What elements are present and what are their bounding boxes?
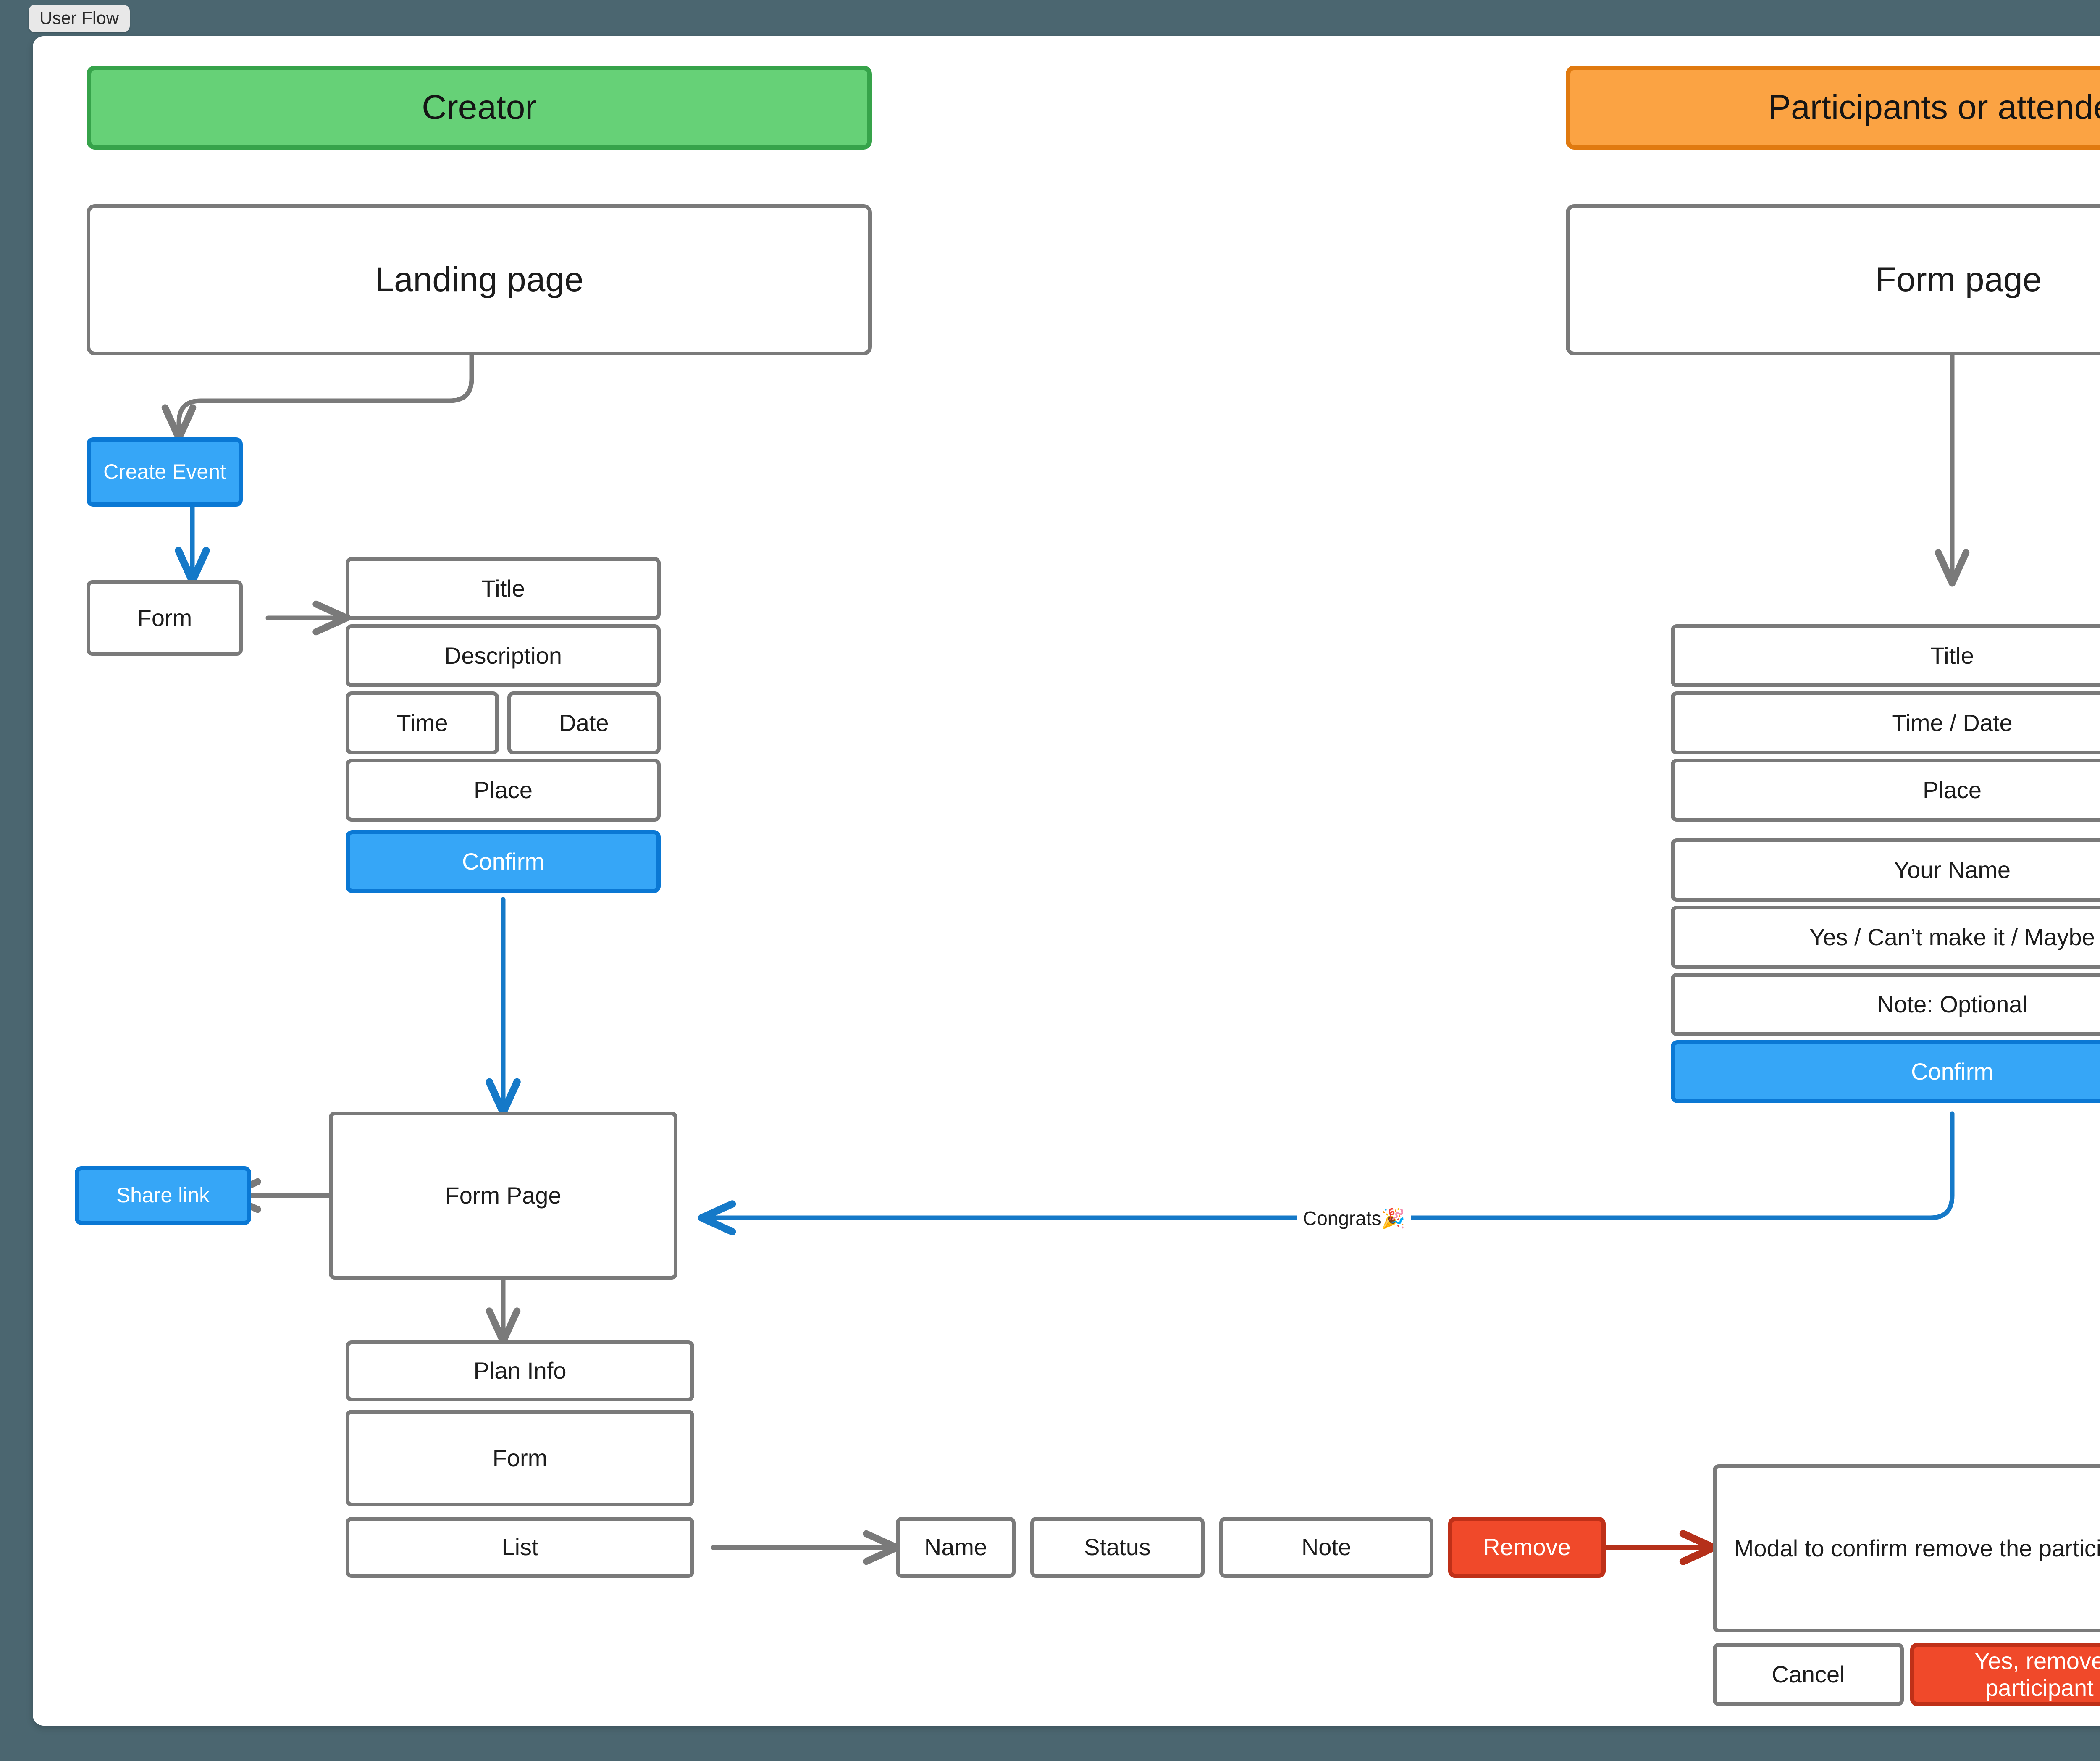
column-status: Status xyxy=(1030,1517,1205,1578)
column-note: Note xyxy=(1219,1517,1433,1578)
button-modal-confirm-remove: Yes, remove participant xyxy=(1910,1643,2100,1706)
button-create-event-label: Create Event xyxy=(103,460,226,484)
participant-field-time-date-label: Time / Date xyxy=(1892,709,2013,736)
participant-field-your-name-label: Your Name xyxy=(1893,856,2011,883)
node-plan-info: Plan Info xyxy=(346,1340,694,1401)
participant-field-rsvp: Yes / Can’t make it / Maybe xyxy=(1671,906,2100,969)
button-modal-confirm-remove-label: Yes, remove participant xyxy=(1974,1647,2100,1701)
field-title: Title xyxy=(346,557,661,620)
column-name-label: Name xyxy=(924,1534,987,1561)
participant-field-place-label: Place xyxy=(1922,776,1982,803)
lane-header-participants: Participants or attendees xyxy=(1566,66,2100,150)
field-date: Date xyxy=(507,691,661,754)
participant-field-note: Note: Optional xyxy=(1671,973,2100,1036)
node-landing-page: Landing page xyxy=(87,204,872,355)
node-creator-form-label: Form xyxy=(137,604,192,631)
button-share-link-label: Share link xyxy=(116,1183,210,1207)
node-plan-info-label: Plan Info xyxy=(473,1357,567,1384)
participant-field-rsvp-label: Yes / Can’t make it / Maybe xyxy=(1809,923,2095,950)
node-detail-form: Form xyxy=(346,1410,694,1506)
button-creator-confirm: Confirm xyxy=(346,830,661,893)
modal-confirm-remove-body: Modal to confirm remove the participant xyxy=(1734,1535,2100,1561)
field-time-label: Time xyxy=(396,709,448,736)
field-description-label: Description xyxy=(444,642,562,669)
node-creator-form: Form xyxy=(87,580,243,656)
node-creator-form-page: Form Page xyxy=(329,1112,677,1280)
wire-participant-confirm-to-form-page xyxy=(698,1111,1955,1235)
edge-label-congrats: Congrats🎉 xyxy=(1297,1206,1411,1230)
button-create-event: Create Event xyxy=(87,437,243,507)
node-creator-form-page-label: Form Page xyxy=(445,1182,562,1209)
column-note-label: Note xyxy=(1301,1534,1352,1561)
field-title-label: Title xyxy=(481,575,525,602)
participant-field-title-label: Title xyxy=(1930,642,1974,669)
node-detail-form-label: Form xyxy=(492,1444,548,1471)
button-participant-confirm-label: Confirm xyxy=(1911,1058,1994,1085)
connector-layer xyxy=(161,351,1970,1565)
participant-field-place: Place xyxy=(1671,759,2100,822)
lane-header-participants-label: Participants or attendees xyxy=(1768,88,2100,126)
wire-landing-to-create-event xyxy=(161,353,474,442)
participant-field-note-label: Note: Optional xyxy=(1877,991,2027,1017)
field-date-label: Date xyxy=(559,709,609,736)
button-share-link: Share link xyxy=(75,1166,251,1225)
participant-field-time-date: Time / Date xyxy=(1671,691,2100,754)
button-modal-cancel: Cancel xyxy=(1713,1643,1904,1706)
modal-confirm-remove: Modal to confirm remove the participant xyxy=(1713,1464,2100,1632)
button-modal-cancel-label: Cancel xyxy=(1772,1661,1845,1687)
lane-header-creator: Creator xyxy=(87,66,872,150)
field-description: Description xyxy=(346,624,661,687)
button-remove-label: Remove xyxy=(1483,1534,1571,1561)
node-participant-form-page-label: Form page xyxy=(1875,260,2042,299)
button-participant-confirm: Confirm xyxy=(1671,1040,2100,1103)
node-list: List xyxy=(346,1517,694,1578)
node-landing-page-label: Landing page xyxy=(375,260,584,299)
lane-header-creator-label: Creator xyxy=(422,88,537,126)
column-status-label: Status xyxy=(1084,1534,1151,1561)
participant-field-title: Title xyxy=(1671,624,2100,687)
column-name: Name xyxy=(896,1517,1016,1578)
participant-field-your-name: Your Name xyxy=(1671,838,2100,902)
node-list-label: List xyxy=(501,1534,538,1561)
tab-user-flow[interactable]: User Flow xyxy=(29,5,130,32)
field-place: Place xyxy=(346,759,661,822)
diagram-canvas: Creator Participants or attendees Landin… xyxy=(33,36,2100,1726)
button-remove: Remove xyxy=(1448,1517,1606,1578)
field-place-label: Place xyxy=(473,776,533,803)
field-time: Time xyxy=(346,691,499,754)
button-creator-confirm-label: Confirm xyxy=(462,848,545,875)
node-participant-form-page: Form page xyxy=(1566,204,2100,355)
